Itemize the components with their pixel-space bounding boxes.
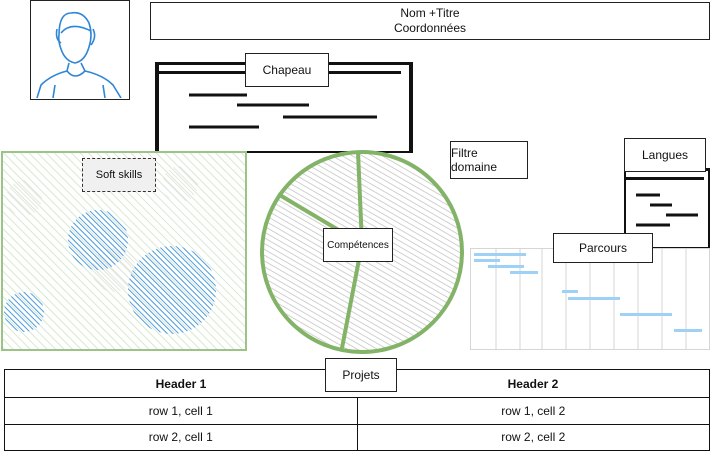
skill-bubble [128,246,216,334]
skill-bubble [6,180,42,216]
competences-title: Compétences [323,228,393,262]
gantt-bar [620,313,672,316]
table-row: row 1, cell 1 row 1, cell 2 [5,397,709,425]
parcours-gantt [470,248,710,350]
avatar [30,0,130,100]
langues-title: Langues [624,138,706,172]
skill-bubble [4,292,44,332]
gantt-bar [488,265,524,268]
soft-skills-panel [1,151,247,351]
table-cell: row 2, cell 1 [5,424,358,450]
name-title-text: Nom +Titre [400,6,460,20]
table-cell: row 2, cell 2 [501,430,566,444]
table-cell: row 1, cell 1 [5,397,358,424]
table-header-cell: Header 1 [155,376,207,391]
filtre-domaine-button[interactable]: Filtre domaine [450,141,528,179]
soft-skills-title: Soft skills [82,158,156,192]
table-header-cell: Header 2 [507,376,559,391]
table-row: row 2, cell 1 row 2, cell 2 [5,424,709,450]
gantt-bar [474,259,500,262]
projets-title: Projets [325,358,397,392]
gantt-bar [474,253,526,256]
gantt-bar [674,329,702,332]
skill-bubble [68,210,128,270]
name-title-box: Nom +Titre Coordonnées [150,2,710,40]
gantt-bar [510,271,538,274]
table-cell: row 1, cell 2 [501,403,566,418]
gantt-bar [568,297,620,300]
parcours-title: Parcours [553,233,653,263]
chapeau-title: Chapeau [245,53,329,87]
skill-bubble [162,166,198,202]
user-silhouette-icon [36,11,122,99]
coordinates-text: Coordonnées [393,21,467,35]
langues-text-lines [626,177,704,227]
gantt-bar [562,290,578,293]
